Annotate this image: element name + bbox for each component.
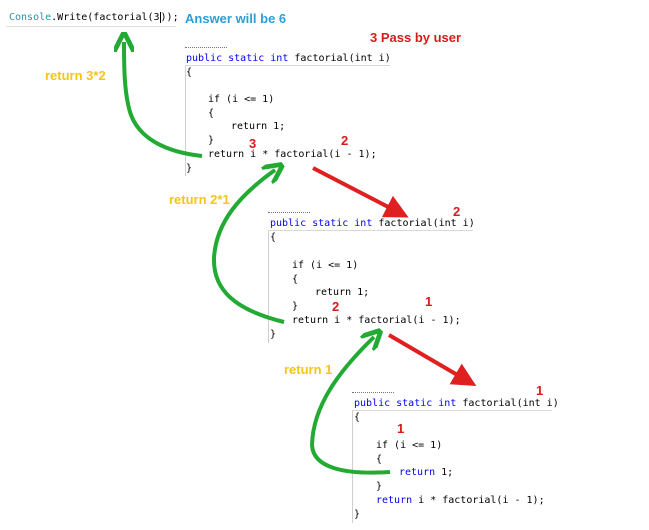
- frame1-close-brace: }: [186, 163, 193, 174]
- frame1-return-expr: i * factorial(i - 1);: [250, 149, 377, 160]
- frame3-return-1: return 1;: [399, 466, 453, 479]
- console-suffix: ));: [160, 12, 179, 23]
- frame1-gutter: [185, 66, 187, 176]
- frame1-block-close: }: [208, 135, 215, 146]
- frame2-next-label: 1: [425, 294, 433, 309]
- pass-by-user-label: 3 Pass by user: [370, 30, 462, 45]
- frame3-return-recursive: return i * factorial(i - 1);: [376, 494, 545, 507]
- frame2-sig-keywords: public static int: [270, 218, 373, 229]
- answer-label: Answer will be 6: [185, 11, 287, 26]
- frame1-return-kw: return: [231, 121, 268, 132]
- frame2-return-kw2: return: [292, 315, 329, 326]
- frame3-return-kw2: return: [376, 495, 413, 506]
- frame3-gutter: [352, 411, 354, 523]
- frame2-if-line: if (i <= 1): [292, 260, 359, 271]
- return-1-label: return 1: [284, 362, 333, 377]
- frame3-return-val: 1;: [435, 467, 454, 478]
- console-line-underline: [6, 26, 176, 27]
- call-arrow-frame1-to-frame2: [312, 166, 409, 218]
- frame1-signature: public static int factorial(int i): [186, 52, 391, 65]
- console-method: .Write(factorial(3: [51, 12, 160, 23]
- frame3-sig-keywords: public static int: [354, 398, 457, 409]
- frame2-return-kw: return: [315, 287, 352, 298]
- frame2-block-close: }: [292, 301, 299, 312]
- frame1-return-1: return 1;: [231, 120, 285, 133]
- frame2-sig-name: factorial(int i): [378, 218, 475, 229]
- return-2x1-label: return 2*1: [169, 192, 230, 207]
- return-3x2-label: return 3*2: [45, 68, 106, 83]
- frame1-return-kw2: return: [208, 149, 245, 160]
- frame2-close-brace: }: [270, 329, 277, 340]
- frame2-i-label: 2: [332, 299, 340, 314]
- return-arrow-frame1-to-console: [124, 42, 203, 158]
- frame1-header: [185, 47, 390, 66]
- frame2-open-brace: {: [270, 232, 277, 243]
- frame1-sig-keywords: public static int: [186, 53, 289, 64]
- frame3-header: [352, 392, 552, 411]
- frame3-block-close: }: [376, 481, 383, 492]
- frame1-next-label: 2: [341, 133, 349, 148]
- frame3-sig-name: factorial(int i): [462, 398, 559, 409]
- return-arrow-frame2-to-frame1: [211, 170, 284, 324]
- frame1-return-recursive: return i * factorial(i - 1);: [208, 148, 377, 161]
- frame1-sig-name: factorial(int i): [294, 53, 391, 64]
- frame1-i-label: 3: [249, 136, 257, 151]
- frame3-arg-label: 1: [536, 383, 544, 398]
- frame3-signature: public static int factorial(int i): [354, 397, 559, 410]
- frame3-return-expr: i * factorial(i - 1);: [418, 495, 545, 506]
- frame2-signature: public static int factorial(int i): [270, 217, 475, 230]
- frame2-arg-label: 2: [453, 204, 461, 219]
- frame2-return-expr: i * factorial(i - 1);: [334, 315, 461, 326]
- frame1-return-val: 1;: [267, 121, 286, 132]
- frame2-return-recursive: return i * factorial(i - 1);: [292, 314, 461, 327]
- frame2-return-val: 1;: [351, 287, 370, 298]
- frame1-if-line: if (i <= 1): [208, 94, 275, 105]
- return-arrow-frame3-to-frame2: [309, 337, 391, 475]
- frame3-open-brace: {: [354, 412, 361, 423]
- frame3-return-kw: return: [399, 467, 436, 478]
- frame3-if-label: 1: [397, 421, 405, 436]
- console-write-line: Console.Write(factorial(3));: [9, 11, 179, 24]
- frame2-header: [268, 212, 473, 231]
- frame3-if-line: if (i <= 1): [376, 440, 443, 451]
- console-class: Console: [9, 12, 52, 23]
- frame3-close-brace: }: [354, 509, 361, 520]
- frame2-block-open: {: [292, 274, 299, 285]
- frame2-gutter: [268, 231, 270, 343]
- frame3-block-open: {: [376, 454, 383, 465]
- frame1-open-brace: {: [186, 67, 193, 78]
- frame1-block-open: {: [208, 108, 215, 119]
- call-arrow-frame2-to-frame3: [387, 333, 477, 387]
- frame2-return-1: return 1;: [315, 286, 369, 299]
